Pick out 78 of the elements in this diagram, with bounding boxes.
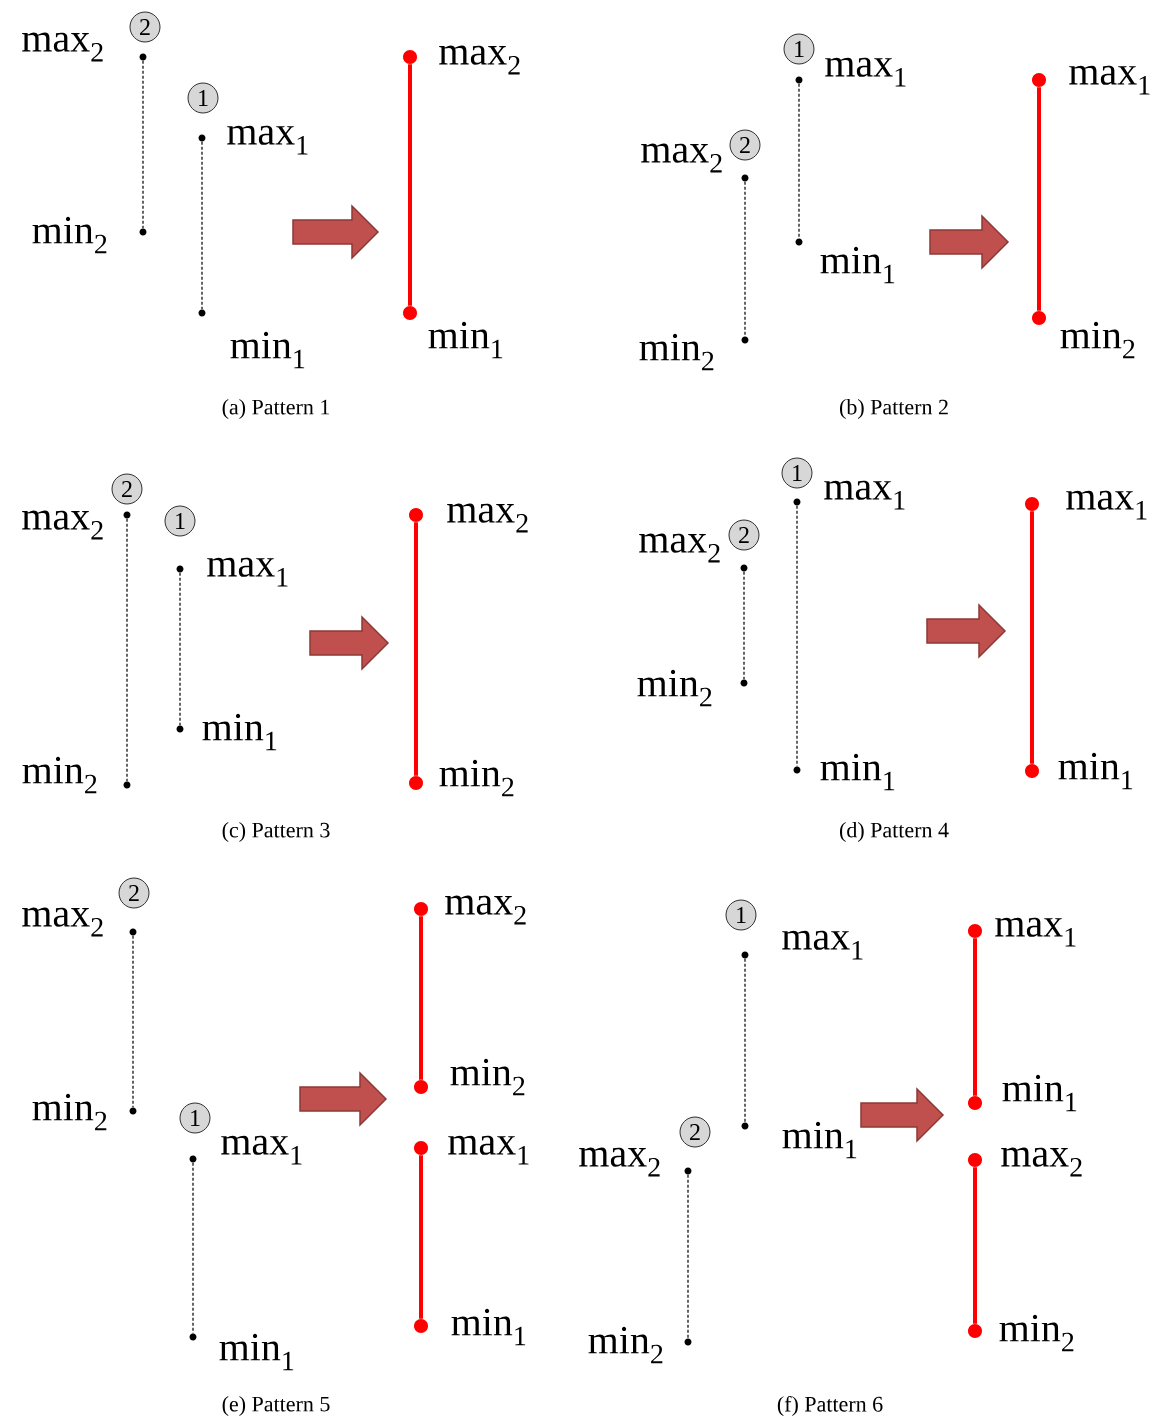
circled-number: 1	[781, 457, 813, 489]
point-label: max$_{1}$	[227, 125, 308, 155]
point-label: min$_{1}$	[1002, 1074, 1077, 1112]
point-label: max$_{1}$	[221, 1135, 302, 1165]
circled-number: 2	[679, 1116, 711, 1148]
point-label: max$_{2}$	[1001, 1147, 1082, 1177]
point-label: max$_{2}$	[22, 510, 103, 540]
merged-interval-line	[419, 1155, 423, 1319]
circled-number: 1	[187, 82, 219, 114]
circled-number: 1	[725, 899, 757, 931]
dashed-line	[687, 1174, 689, 1339]
point-label: min$_{2}$	[22, 756, 97, 794]
point-label: min$_{1}$	[219, 1333, 294, 1371]
point-label: max$_{1}$	[824, 480, 905, 510]
point-label: max$_{2}$	[579, 1147, 660, 1177]
point-label: min$_{2}$	[32, 216, 107, 254]
dashed-line	[743, 571, 745, 680]
dashed-line	[126, 518, 128, 782]
caption: (c) Pattern 3	[222, 822, 330, 842]
point-label: max$_{1}$	[448, 1135, 529, 1165]
dashed-line	[201, 141, 203, 310]
point-label: min$_{2}$	[1060, 321, 1135, 359]
point-label: max$_{2}$	[22, 907, 103, 937]
dashed-line	[744, 958, 746, 1123]
point-label: min$_{1}$	[1058, 752, 1133, 790]
point-label: max$_{2}$	[447, 503, 528, 533]
dashed-line	[192, 1162, 194, 1334]
point-label: min$_{2}$	[32, 1093, 107, 1131]
merged-interval-line	[1037, 87, 1041, 311]
point-label: max$_{2}$	[445, 895, 526, 925]
point-label: max$_{1}$	[995, 917, 1076, 947]
point-label: min$_{1}$	[820, 753, 895, 791]
point-label: min$_{1}$	[820, 246, 895, 284]
merged-interval-line	[419, 916, 423, 1080]
point-label: max$_{2}$	[439, 45, 520, 75]
dashed-line	[796, 505, 798, 767]
point-label: max$_{1}$	[825, 57, 906, 87]
dashed-line	[132, 935, 134, 1108]
merged-interval-line	[1030, 511, 1034, 764]
merged-interval-line	[414, 522, 418, 776]
merged-interval-line	[973, 938, 977, 1096]
point-label: min$_{1}$	[428, 321, 503, 359]
circled-number: 1	[783, 33, 815, 65]
point-label: min$_{2}$	[588, 1326, 663, 1364]
circled-number: 1	[164, 505, 196, 537]
caption: (d) Pattern 4	[840, 822, 949, 842]
point-label: max$_{1}$	[207, 557, 288, 587]
point-label: min$_{1}$	[782, 1121, 857, 1159]
caption: (b) Pattern 2	[840, 399, 948, 419]
point-label: max$_{1}$	[782, 930, 863, 960]
circled-number: 2	[111, 473, 143, 505]
dashed-line	[744, 181, 746, 337]
point-label: max$_{2}$	[641, 143, 722, 173]
circled-number: 2	[729, 129, 761, 161]
caption: (a) Pattern 1	[222, 399, 330, 419]
merged-interval-line	[408, 64, 412, 306]
point-label: min$_{1}$	[451, 1308, 526, 1346]
point-label: min$_{2}$	[639, 333, 714, 371]
point-label: max$_{2}$	[22, 32, 103, 62]
point-label: max$_{1}$	[1066, 490, 1147, 520]
point-label: max$_{1}$	[1069, 65, 1150, 95]
caption: (e) Pattern 5	[222, 1396, 330, 1416]
point-label: min$_{1}$	[202, 713, 277, 751]
point-label: min$_{2}$	[637, 669, 712, 707]
point-label: min$_{1}$	[230, 331, 305, 369]
dashed-line	[179, 572, 181, 726]
circled-number: 2	[118, 877, 150, 909]
merged-interval-line	[973, 1167, 977, 1324]
circled-number: 2	[728, 519, 760, 551]
point-label: min$_{2}$	[999, 1314, 1074, 1352]
dashed-line	[142, 60, 144, 229]
caption: (f) Pattern 6	[777, 1395, 883, 1417]
dashed-line	[798, 83, 800, 239]
point-label: min$_{2}$	[439, 759, 514, 797]
circled-number: 1	[179, 1102, 211, 1134]
point-label: min$_{2}$	[450, 1058, 525, 1096]
circled-number: 2	[129, 11, 161, 43]
point-label: max$_{2}$	[639, 533, 720, 563]
